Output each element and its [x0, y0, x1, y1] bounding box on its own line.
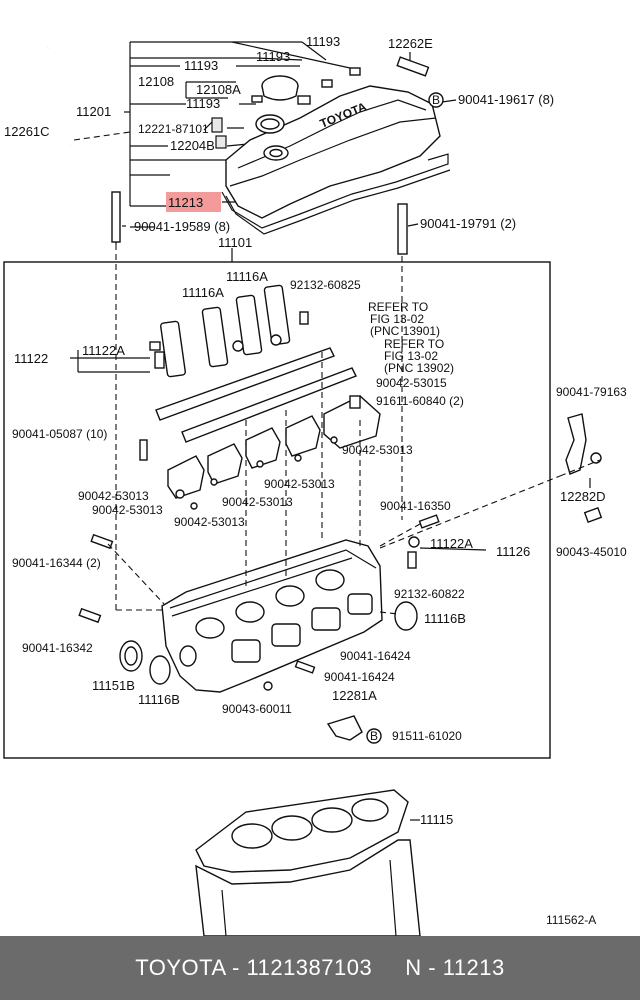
label-12108A: 12108A: [196, 82, 241, 97]
label-11122A-a: 11122A: [82, 343, 125, 358]
circle-b-2: B: [370, 729, 378, 743]
label-91511-61020: 91511-61020: [392, 729, 462, 743]
engine-block: [195, 839, 421, 936]
label-92132-60822: 92132-60822: [394, 587, 465, 601]
valve-cover-leaders: [122, 41, 457, 228]
cylinder-head-frame: [3, 261, 551, 759]
label-11193-b: 11193: [256, 49, 290, 64]
guide-lines: [70, 350, 601, 615]
label-12282D: 12282D: [560, 489, 606, 504]
label-refer2-a: REFER TO: [384, 337, 444, 351]
label-11122: 11122: [14, 351, 48, 366]
label-90043-45010: 90043-45010: [556, 545, 627, 559]
label-11193-d: 11193: [186, 96, 220, 111]
label-11116B-a: 11116B: [424, 611, 466, 626]
top-small-parts: B: [111, 56, 444, 255]
label-12261C: 12261C: [4, 124, 50, 139]
label-11115: 11115: [420, 812, 453, 827]
label-11116A-a: 11116A: [226, 269, 268, 284]
label-90041-16424-b: 90041-16424: [324, 670, 395, 684]
label-12262E: 12262E: [388, 36, 433, 51]
cylinder-head: [161, 539, 383, 693]
label-11116A-b: 11116A: [182, 285, 224, 300]
label-90041-19589: 90041-19589 (8): [134, 219, 230, 234]
label-11151B: 11151B: [92, 678, 135, 693]
label-90042-53013-c: 90042-53013: [78, 489, 149, 503]
label-fig-number: 111562-A: [546, 913, 596, 927]
label-90042-53013-f: 90042-53013: [174, 515, 245, 529]
label-11126: 11126: [496, 544, 530, 559]
label-90041-16424-a: 90041-16424: [340, 649, 411, 663]
label-12204B: 12204B: [170, 138, 215, 153]
head-small-parts: B: [78, 413, 603, 744]
label-11193-c: 11193: [184, 58, 218, 73]
label-90042-53015: 90042-53015: [376, 376, 447, 390]
label-refer2-c: (PNC 13902): [384, 361, 454, 375]
label-90042-53013-a: 90042-53013: [342, 443, 413, 457]
label-12108: 12108: [138, 74, 174, 89]
valve-cover: TOYOTA: [221, 85, 451, 235]
part-number-footer: TOYOTA - 1121387103 N - 11213: [0, 936, 640, 1000]
label-11101: 11101: [218, 235, 252, 250]
parts-diagram: TOYOTA B 11193 12262E 11193 11193 12108 …: [3, 34, 627, 936]
label-12221: 12221-87101: [138, 122, 209, 136]
label-90041-16344: 90041-16344 (2): [12, 556, 101, 570]
label-90041-19617: 90041-19617 (8): [458, 92, 554, 107]
camshaft-caps: [139, 395, 381, 510]
label-90041-19791: 90041-19791 (2): [420, 216, 516, 231]
label-refer1-b: FIG 13-02: [370, 312, 424, 326]
label-11122A-b: 11122A: [430, 536, 473, 551]
label-90041-16342: 90041-16342: [22, 641, 93, 655]
label-11193-a: 11193: [306, 34, 340, 49]
label-90042-53013-d: 90042-53013: [222, 495, 293, 509]
label-90042-53013-b: 90042-53013: [264, 477, 335, 491]
label-90041-05087: 90041-05087 (10): [12, 427, 107, 441]
label-90043-60011: 90043-60011: [222, 702, 292, 716]
label-90041-79163: 90041-79163: [556, 385, 627, 399]
label-refer1-a: REFER TO: [368, 300, 428, 314]
camshaft-bars: [149, 311, 357, 443]
label-90041-16350: 90041-16350: [380, 499, 451, 513]
label-11116B-b: 11116B: [138, 692, 180, 707]
label-90042-53013-e: 90042-53013: [92, 503, 163, 517]
oil-filler-cap: [211, 67, 361, 149]
head-gasket: [195, 789, 420, 873]
label-refer2-b: FIG 13-02: [384, 349, 438, 363]
circle-b-1: B: [432, 93, 440, 107]
footer-text: TOYOTA - 1121387103 N - 11213: [135, 955, 505, 980]
highlight-11213: [166, 192, 221, 212]
breather-hose: [24, 47, 131, 147]
label-91611-60840: 91611-60840 (2): [376, 394, 464, 408]
label-12281A: 12281A: [332, 688, 377, 703]
spark-plug-tubes: [160, 284, 291, 378]
label-refer1-c: (PNC 13901): [370, 324, 440, 338]
label-11201: 11201: [76, 104, 111, 119]
label-11213: 11213: [168, 195, 203, 210]
label-92132-60825: 92132-60825: [290, 278, 361, 292]
